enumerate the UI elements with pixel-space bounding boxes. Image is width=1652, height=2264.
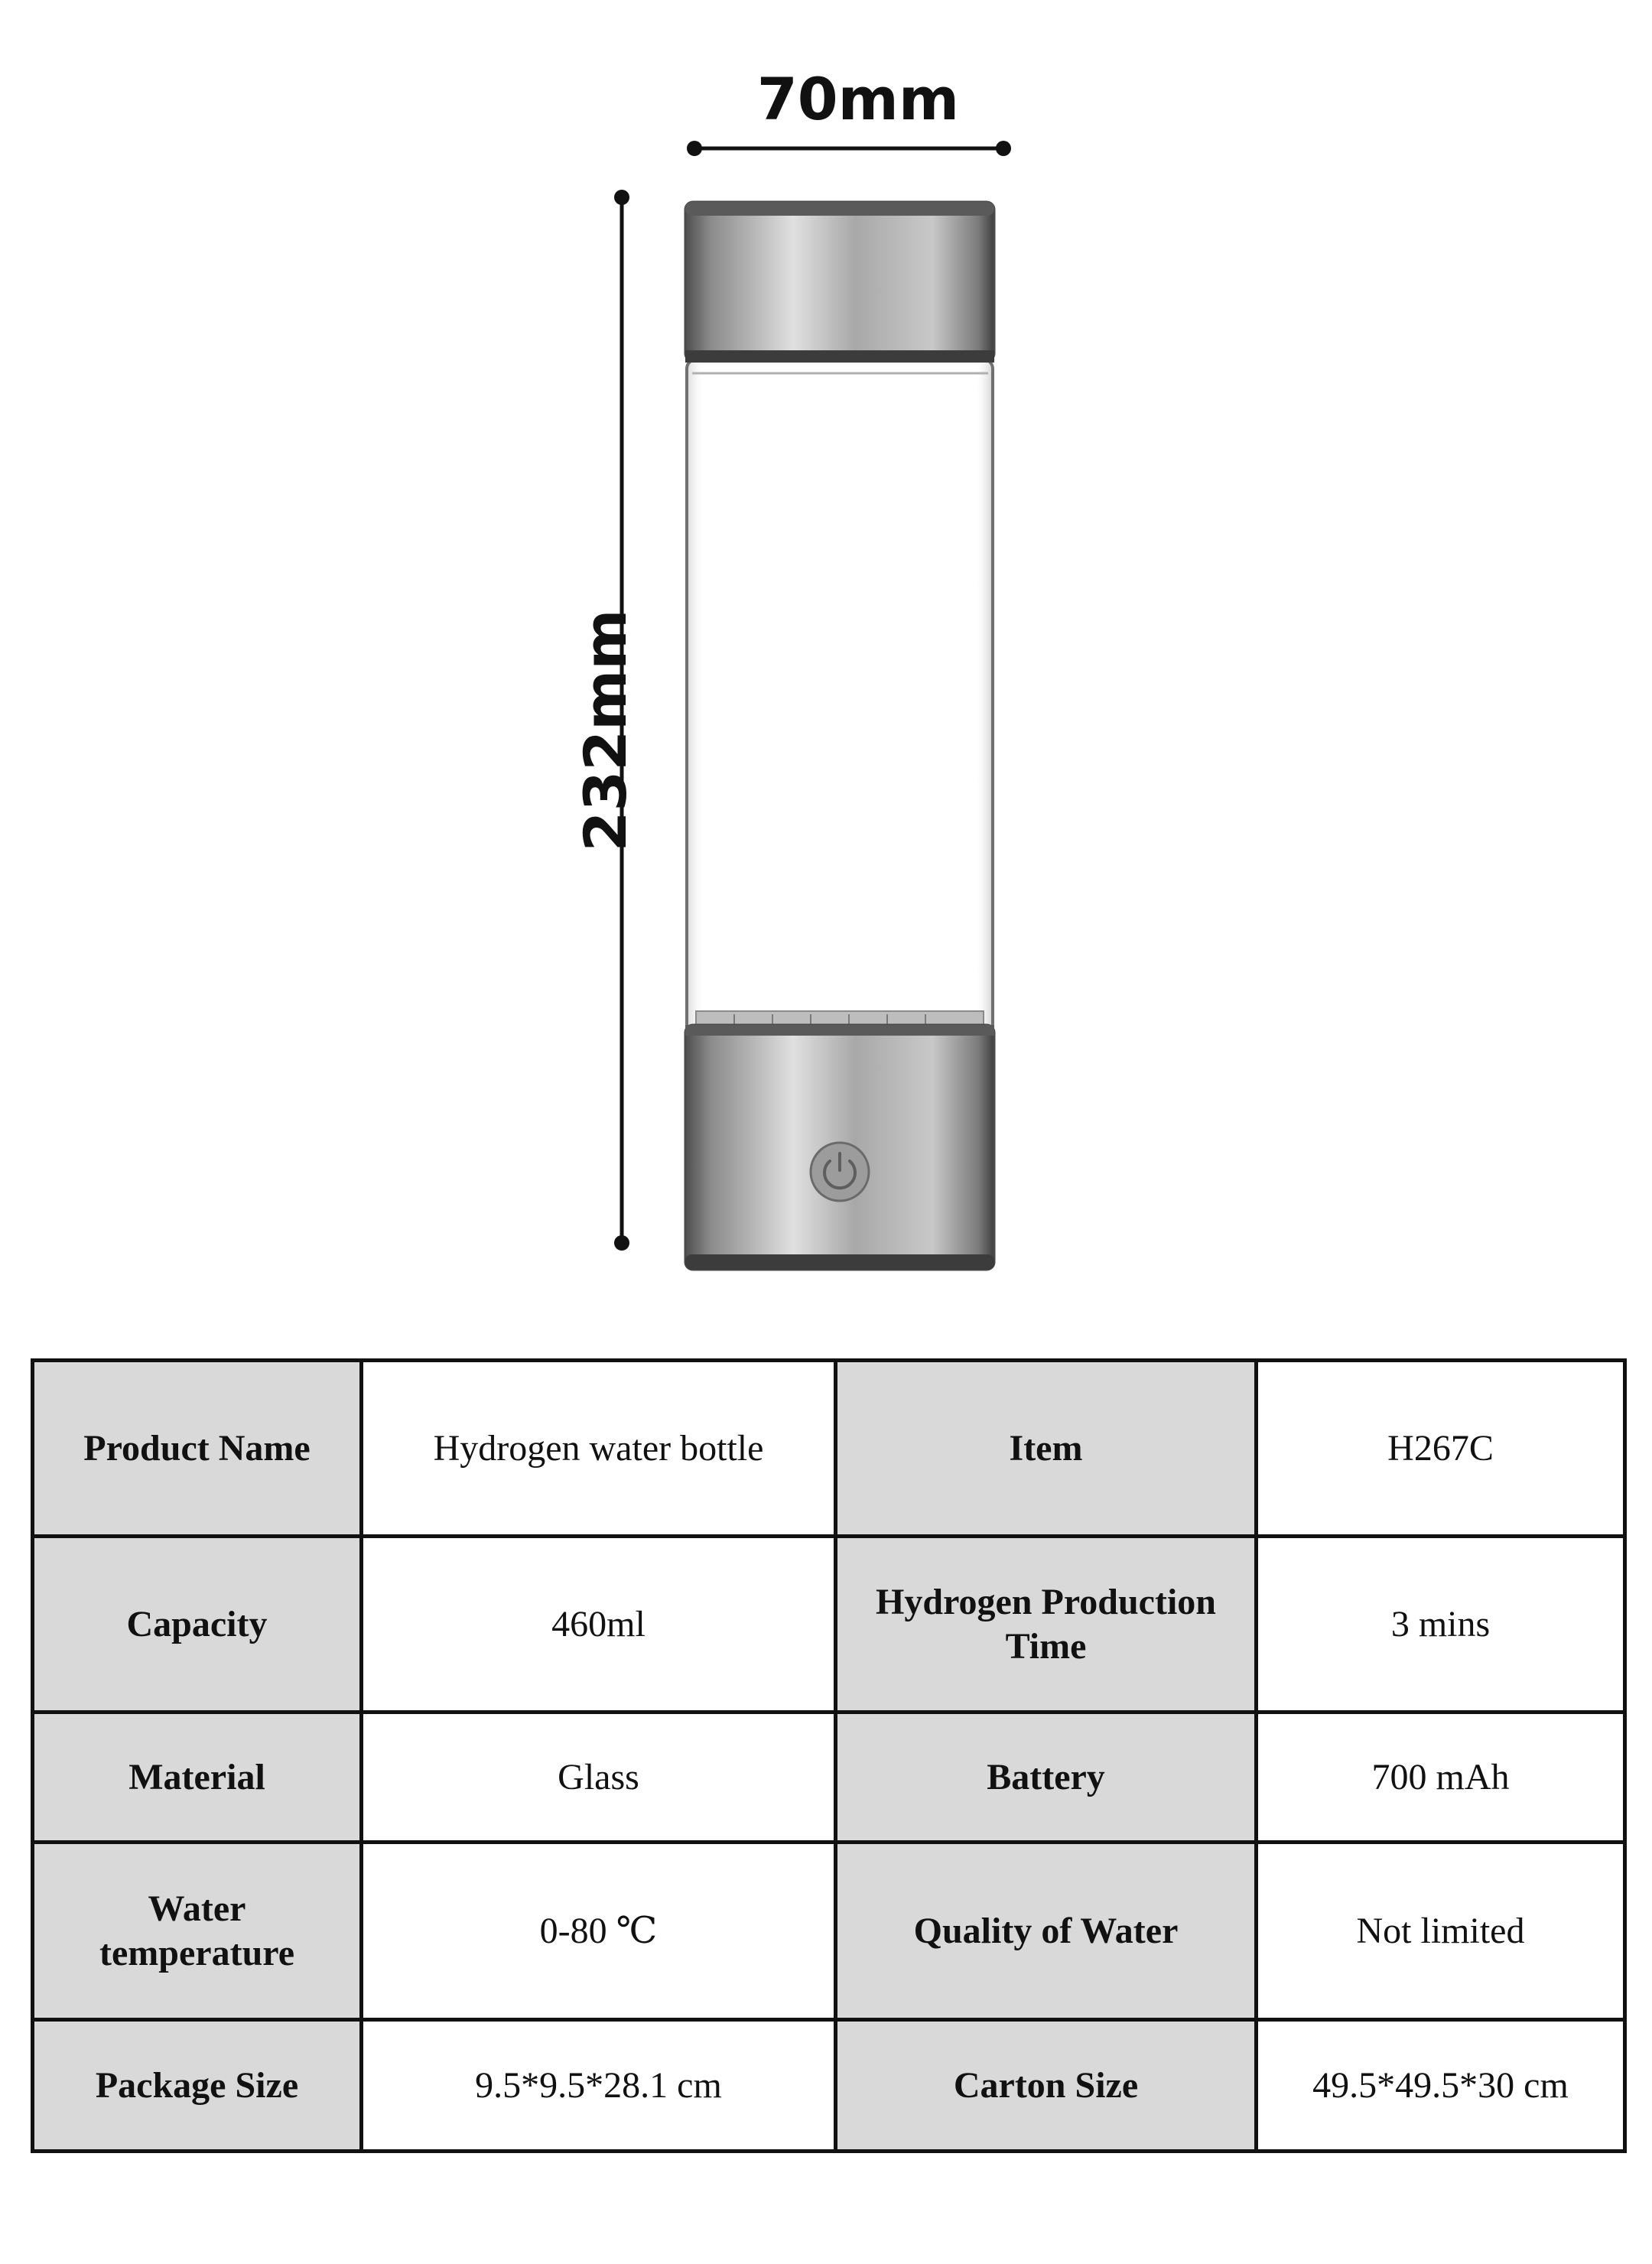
spec-value: Glass <box>359 1710 837 1844</box>
spec-label: Water temperature <box>31 1840 363 2022</box>
spec-label: Carton Size <box>834 2018 1258 2153</box>
spec-table: Product Name Hydrogen water bottle Item … <box>31 1358 1627 2153</box>
table-row: Product Name Hydrogen water bottle Item … <box>31 1358 1627 1538</box>
spec-value: 460ml <box>359 1534 837 1714</box>
table-row: Package Size 9.5*9.5*28.1 cm Carton Size… <box>31 2018 1627 2153</box>
width-label: 70mm <box>757 65 959 133</box>
spec-label: Package Size <box>31 2018 363 2153</box>
height-label: 232mm <box>571 609 639 851</box>
spec-value: Not limited <box>1254 1840 1627 2022</box>
spec-label: Item <box>834 1358 1258 1538</box>
top-cap <box>684 200 996 363</box>
spec-value: 49.5*49.5*30 cm <box>1254 2018 1627 2153</box>
width-dimension: 70mm <box>687 65 1011 156</box>
spec-label: Hydrogen Production Time <box>834 1534 1258 1714</box>
table-row: Water temperature 0-80 ℃ Quality of Wate… <box>31 1840 1627 2022</box>
spec-value: H267C <box>1254 1358 1627 1538</box>
spec-value: Hydrogen water bottle <box>359 1358 837 1538</box>
table-row: Material Glass Battery 700 mAh <box>31 1710 1627 1844</box>
power-icon[interactable] <box>809 1141 870 1202</box>
spec-label: Quality of Water <box>834 1840 1258 2022</box>
spec-label: Battery <box>834 1710 1258 1844</box>
height-dimension: 232mm <box>571 190 639 1251</box>
spec-label: Capacity <box>31 1534 363 1714</box>
spec-label: Material <box>31 1710 363 1844</box>
spec-value: 700 mAh <box>1254 1710 1627 1844</box>
glass-body <box>685 358 994 1034</box>
spec-value: 0-80 ℃ <box>359 1840 837 2022</box>
spec-value: 3 mins <box>1254 1534 1627 1714</box>
spec-label: Product Name <box>31 1358 363 1538</box>
spec-value: 9.5*9.5*28.1 cm <box>359 2018 837 2153</box>
table-row: Capacity 460ml Hydrogen Production Time … <box>31 1534 1627 1714</box>
product-figure: 70mm 232mm <box>571 65 1011 1271</box>
bottle-image <box>684 200 996 1271</box>
